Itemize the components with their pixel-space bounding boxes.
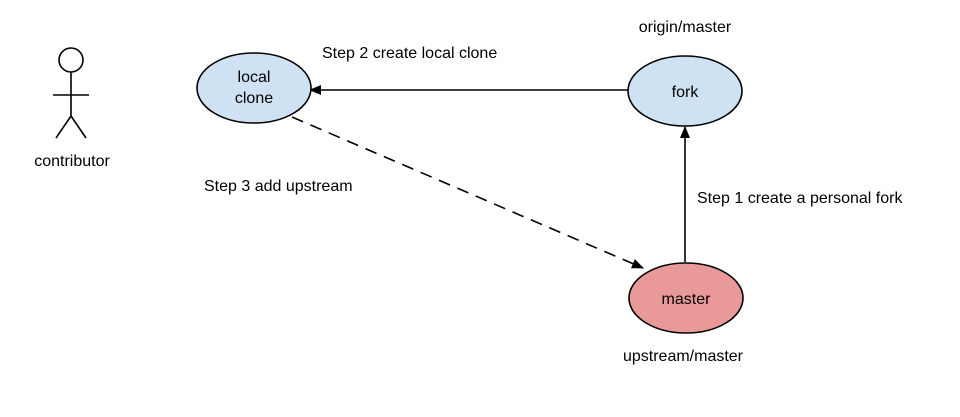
node-master-shape bbox=[628, 262, 744, 334]
node-fork-shape bbox=[627, 55, 743, 127]
edge-step3: Step 3 add upstream bbox=[204, 116, 644, 269]
actor-right-leg bbox=[70, 115, 87, 139]
actor-label: contributor bbox=[34, 153, 110, 170]
node-fork: origin/master fork bbox=[627, 19, 743, 127]
edge-step1: Step 1 create a personal fork bbox=[680, 126, 903, 262]
edge-step2: Step 2 create local clone bbox=[309, 45, 628, 95]
node-master-label: master bbox=[662, 291, 712, 308]
edge-step2-label: Step 2 create local clone bbox=[322, 45, 497, 62]
actor-left-leg bbox=[55, 115, 72, 139]
node-local-clone-shape bbox=[196, 52, 312, 124]
actor-head bbox=[58, 47, 84, 73]
node-fork-label: fork bbox=[672, 84, 700, 101]
contributor-actor: contributor bbox=[34, 47, 110, 170]
node-local-clone-label-line1: local bbox=[238, 69, 271, 86]
edge-step1-label: Step 1 create a personal fork bbox=[697, 190, 903, 207]
node-local-clone: local clone bbox=[196, 52, 312, 124]
node-fork-caption: origin/master bbox=[639, 19, 732, 36]
node-master: master upstream/master bbox=[623, 262, 744, 365]
node-local-clone-label-line2: clone bbox=[235, 90, 273, 107]
edge-step3-line bbox=[291, 116, 644, 269]
node-master-caption: upstream/master bbox=[623, 348, 744, 365]
edge-step3-label: Step 3 add upstream bbox=[204, 178, 353, 195]
